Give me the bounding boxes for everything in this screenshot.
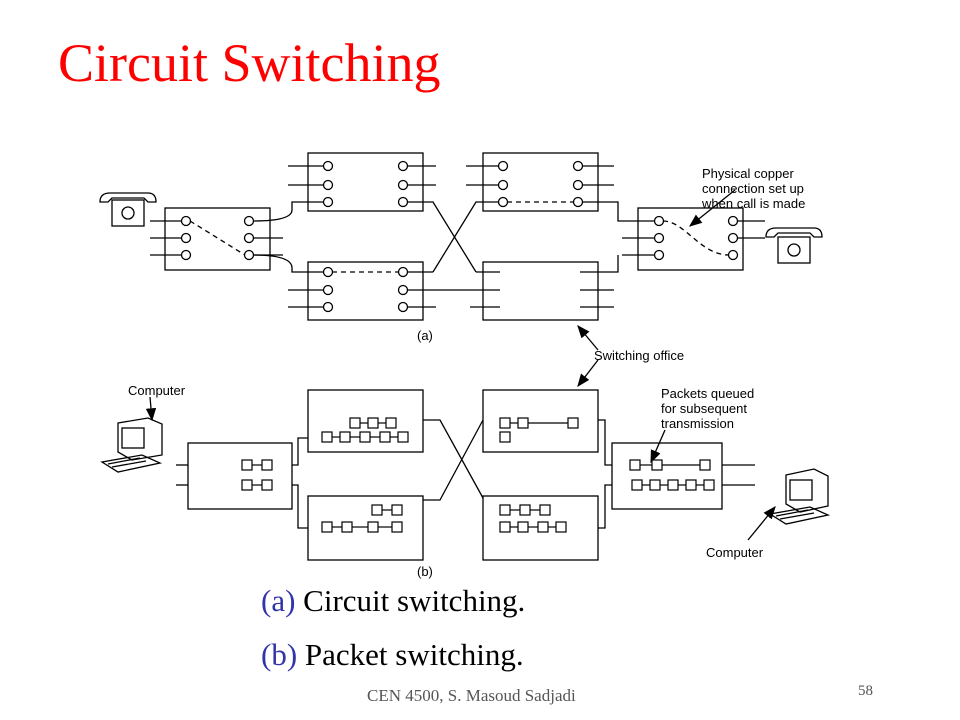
callout-switching-office: Switching office xyxy=(594,348,684,363)
caption-circuit: (a) Circuit switching. xyxy=(261,583,525,619)
packet-square xyxy=(379,431,391,443)
packet-square xyxy=(499,521,511,533)
packet-square xyxy=(631,479,643,491)
packet-square xyxy=(261,459,273,471)
page-number: 58 xyxy=(858,683,873,699)
packet-square xyxy=(555,521,567,533)
packet-square xyxy=(685,479,697,491)
packet-square xyxy=(649,479,661,491)
packet-square xyxy=(321,521,333,533)
packet-square xyxy=(367,417,379,429)
packet-square xyxy=(241,479,253,491)
label-computer-right: Computer xyxy=(706,545,764,560)
packet-square xyxy=(703,479,715,491)
packet-squares xyxy=(241,417,715,533)
packet-square xyxy=(499,504,511,516)
packet-square xyxy=(397,431,409,443)
packet-square xyxy=(651,459,663,471)
packet-square xyxy=(537,521,549,533)
callout-copper-line-1: Physical copper xyxy=(702,166,794,181)
packet-square xyxy=(385,417,397,429)
switching-office-a-right xyxy=(637,207,744,271)
callout-packets-line-1: Packets queued xyxy=(661,386,754,401)
callout-copper-line-3: when call is made xyxy=(701,196,805,211)
callout-copper-line-2: connection set up xyxy=(702,181,804,196)
telephone-left-icon xyxy=(99,192,157,227)
packet-square xyxy=(391,521,403,533)
packet-square xyxy=(321,431,333,443)
slide-footer: CEN 4500, S. Masoud Sadjadi xyxy=(367,686,576,705)
label-a: (a) xyxy=(417,328,433,343)
packet-square xyxy=(367,521,379,533)
callout-packets-line-3: transmission xyxy=(661,416,734,431)
switching-office-a-left xyxy=(164,207,271,271)
packet-square xyxy=(359,431,371,443)
switching-office-a-bottom-1 xyxy=(307,261,424,321)
computer-right-icon xyxy=(768,468,831,525)
packet-square xyxy=(699,459,711,471)
slide-title: Circuit Switching xyxy=(58,33,441,93)
packet-square xyxy=(261,479,273,491)
packet-square xyxy=(517,417,529,429)
packet-office-top-1 xyxy=(307,389,424,453)
packet-square xyxy=(567,417,579,429)
caption-packet: (b) Packet switching. xyxy=(261,637,524,673)
packet-square xyxy=(241,459,253,471)
caption-circuit-tag: (a) xyxy=(261,583,296,618)
label-computer-left: Computer xyxy=(128,383,186,398)
callout-packets-line-2: for subsequent xyxy=(661,401,747,416)
switching-office-a-top-1 xyxy=(307,152,424,212)
packet-square xyxy=(391,504,403,516)
packet-square xyxy=(519,504,531,516)
packet-square xyxy=(539,504,551,516)
computer-left-icon xyxy=(100,417,163,473)
packet-square xyxy=(349,417,361,429)
caption-circuit-text: Circuit switching. xyxy=(295,583,526,618)
caption-packet-tag: (b) xyxy=(261,637,298,672)
packet-square xyxy=(341,521,353,533)
packet-square xyxy=(371,504,383,516)
packet-square xyxy=(499,417,511,429)
packet-square xyxy=(629,459,641,471)
packet-square xyxy=(339,431,351,443)
caption-packet-text: Packet switching. xyxy=(297,637,524,672)
packet-square xyxy=(499,431,511,443)
packet-office-left xyxy=(187,442,293,510)
switching-office-a-top-2 xyxy=(482,152,599,212)
packet-office-right xyxy=(611,442,723,510)
packet-square xyxy=(517,521,529,533)
telephone-right-icon xyxy=(765,227,823,264)
switching-office-a-bottom-2 xyxy=(482,261,599,321)
packet-square xyxy=(667,479,679,491)
label-b: (b) xyxy=(417,564,433,579)
